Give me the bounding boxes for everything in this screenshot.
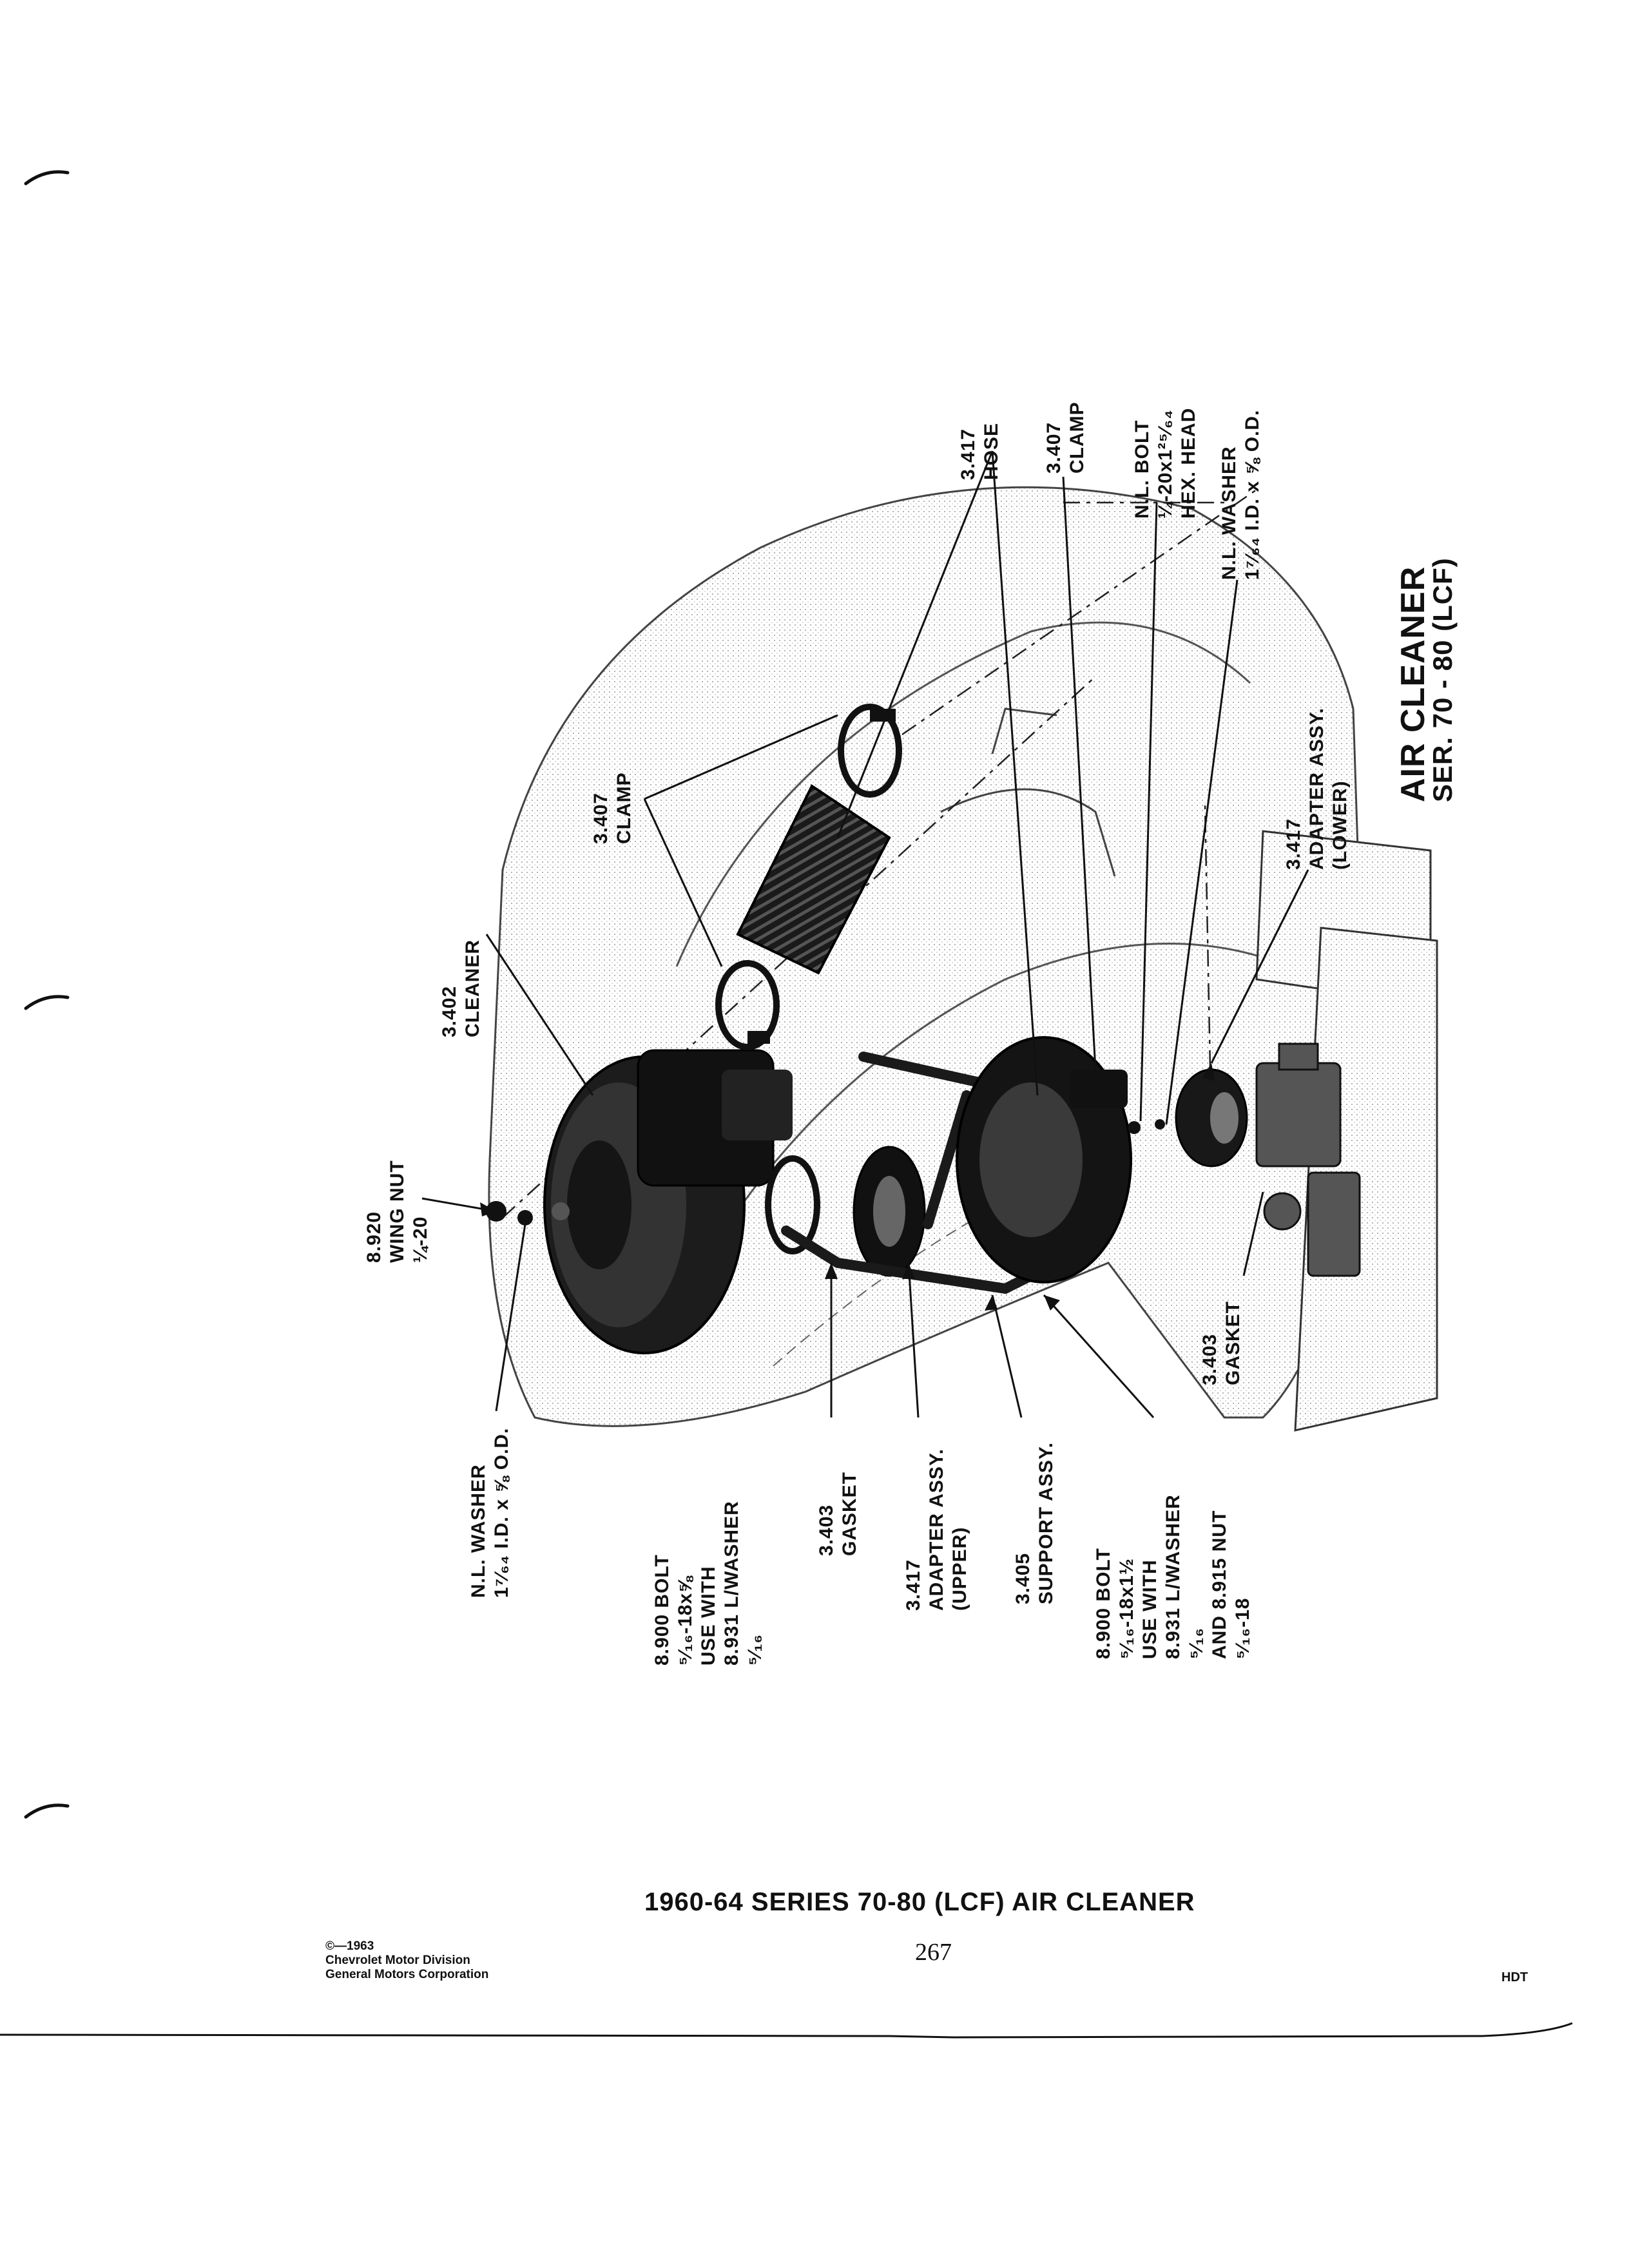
- assembly-axis-lines: [502, 488, 1257, 1218]
- label-bolt-lower: 8.900 BOLT ⁵⁄₁₆-18x1½ USE WITH 8.931 L/W…: [1093, 1494, 1253, 1659]
- label-support: 3.405 SUPPORT ASSY.: [1012, 1442, 1057, 1604]
- copyright-line: General Motors Corporation: [325, 1968, 489, 1981]
- label-washer-top: N.L. WASHER 1⁷⁄₆₄ I.D. x ⅝ O.D.: [468, 1427, 512, 1598]
- lower-adapter-ring: [1175, 1068, 1248, 1168]
- left-clamp: [715, 960, 780, 1050]
- copyright-line: Chevrolet Motor Division: [325, 1954, 470, 1967]
- label-adapter-upper: 3.417 ADAPTER ASSY. (UPPER): [903, 1448, 970, 1611]
- page-caption: 1960-64 SERIES 70-80 (LCF) AIR CLEANER: [644, 1888, 1195, 1916]
- diagram-title: AIR CLEANER SER. 70 - 80 (LCF): [1394, 557, 1458, 802]
- label-nl-bolt: N.L. BOLT ¼-20x1²⁵⁄₆₄ HEX. HEAD: [1132, 407, 1199, 519]
- upper-adapter-assembly: [765, 1146, 926, 1277]
- page-number: 267: [915, 1939, 952, 1966]
- leader-arrowheads: [480, 1063, 1215, 1311]
- label-clamp-middle: 3.407 CLAMP: [590, 772, 635, 844]
- corrugated-hose: [736, 784, 891, 975]
- label-gasket-lower: 3.403 GASKET: [1199, 1300, 1244, 1385]
- section-code: HDT: [1501, 1970, 1528, 1984]
- punch-marks: [24, 170, 70, 1819]
- copyright-line: ©—1963: [325, 1939, 374, 1953]
- label-clamp-right: 3.407 CLAMP: [1043, 401, 1088, 474]
- label-bolt-upper: 8.900 BOLT ⁵⁄₁₆-18x⅝ USE WITH 8.931 L/WA…: [651, 1501, 766, 1666]
- leader-lines: [421, 450, 1309, 1419]
- label-hose: 3.417 HOSE: [958, 422, 1002, 480]
- label-washer-right: N.L. WASHER 1⁷⁄₆₄ I.D. x ⅝ O.D.: [1219, 409, 1263, 580]
- label-wing-nut: 8.920 WING NUT ¼-20: [363, 1160, 431, 1263]
- lower-adapter-bowl: [956, 1036, 1132, 1283]
- right-clamp: [838, 704, 902, 798]
- copyright-notice: ©—1963 Chevrolet Motor Division General …: [325, 1939, 488, 1982]
- air-cleaner-canister: [543, 1049, 793, 1354]
- label-gasket-upper: 3.403 GASKET: [816, 1471, 860, 1556]
- label-cleaner: 3.402 CLEANER: [439, 939, 483, 1037]
- label-adapter-lower: 3.417 ADAPTER ASSY. (LOWER): [1283, 707, 1351, 870]
